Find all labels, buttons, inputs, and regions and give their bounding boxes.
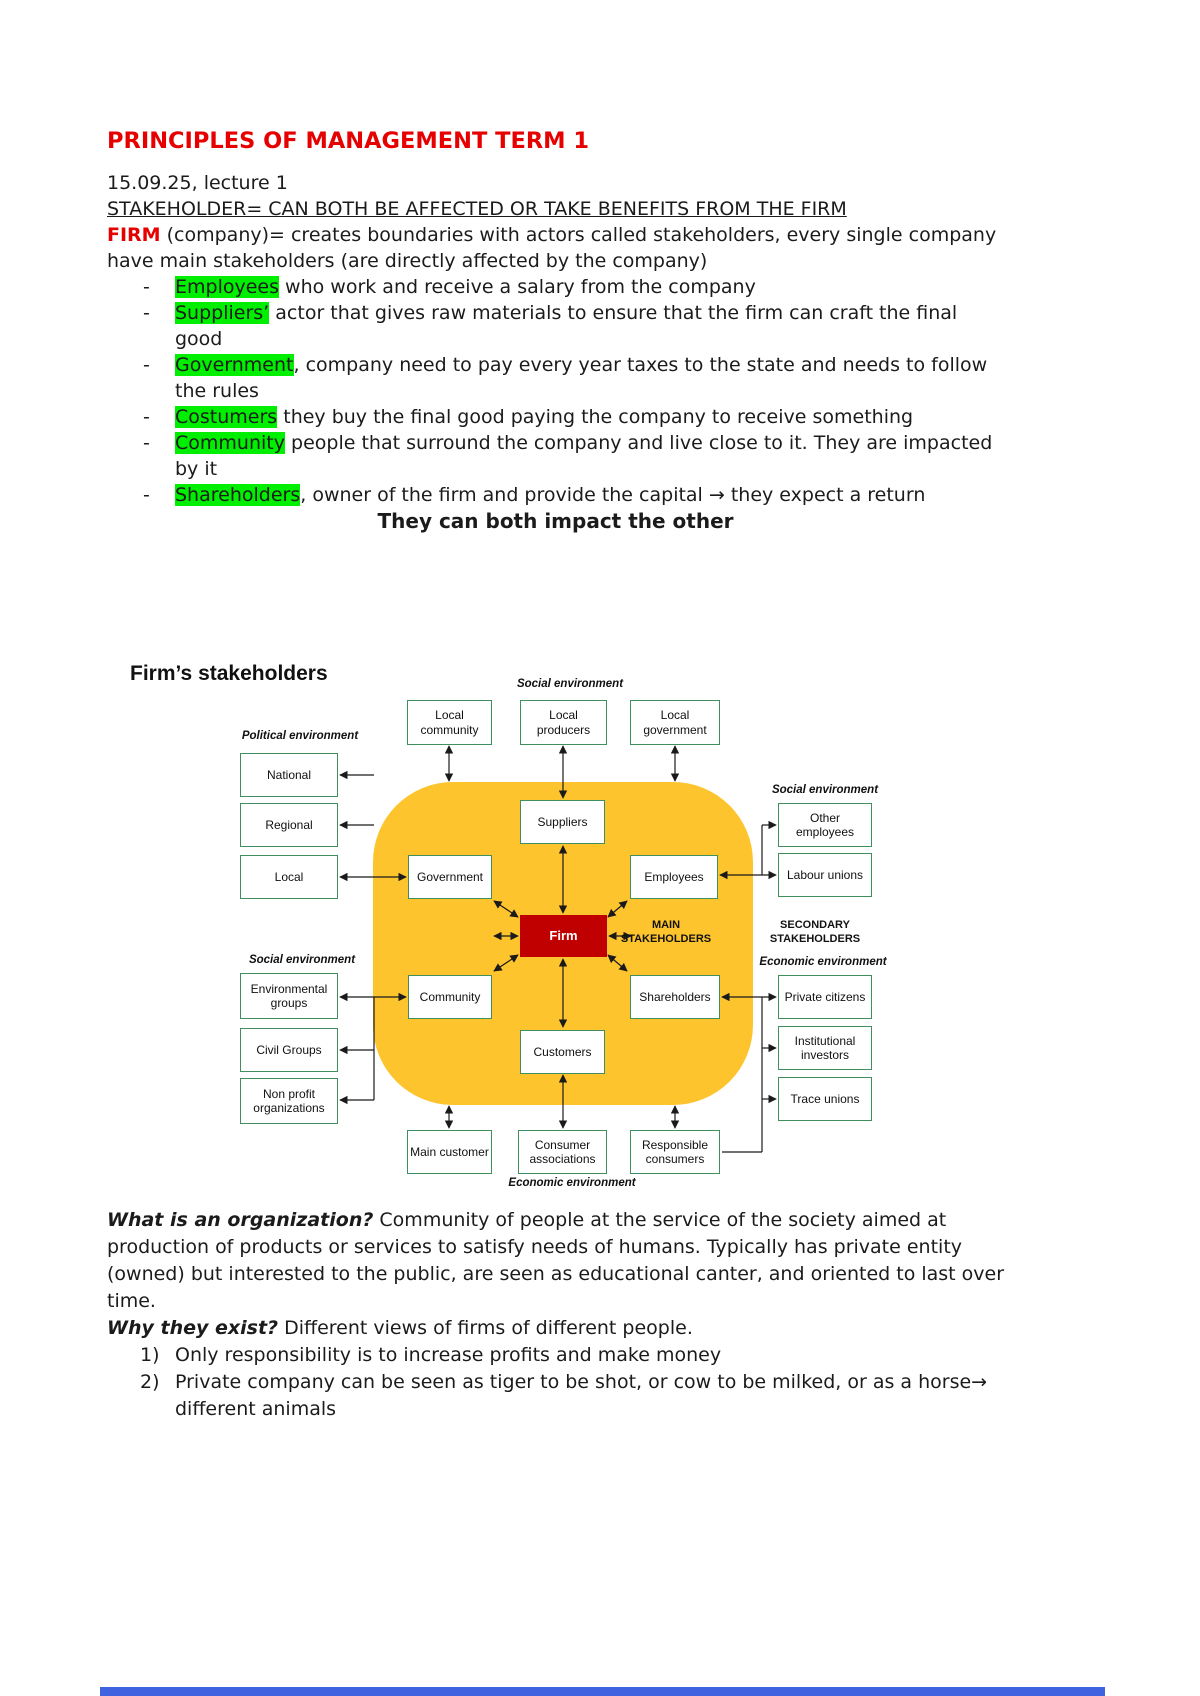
box-national: National xyxy=(240,753,338,797)
box-responsible-consumers: Responsible consumers xyxy=(630,1130,720,1174)
organization-answer: Community of people at the service of th… xyxy=(107,1209,1005,1312)
diagram-title: Firm’s stakeholders xyxy=(130,662,328,685)
label-social-environment-top: Social environment xyxy=(516,678,624,690)
list-item: Shareholders, owner of the firm and prov… xyxy=(107,482,1004,508)
list-item: Employees who work and receive a salary … xyxy=(107,274,1004,300)
box-suppliers: Suppliers xyxy=(520,800,605,844)
firm-definition-text: (company)= creates boundaries with actor… xyxy=(107,224,997,272)
box-employees: Employees xyxy=(630,855,718,899)
box-institutional-investors: Institutional investors xyxy=(778,1026,872,1070)
highlighted-term: Shareholders xyxy=(175,484,301,506)
box-firm: Firm xyxy=(520,915,607,957)
stakeholder-list: Employees who work and receive a salary … xyxy=(107,274,1004,508)
label-economic-environment-bottom-cut: Economic environment xyxy=(508,1177,636,1186)
box-trace-unions: Trace unions xyxy=(778,1077,872,1121)
box-shareholders: Shareholders xyxy=(630,975,720,1019)
box-private-citizens: Private citizens xyxy=(778,975,872,1019)
box-local: Local xyxy=(240,855,338,899)
stakeholder-diagram: Firm’s stakeholders xyxy=(130,660,896,1196)
box-other-employees: Other employees xyxy=(778,803,872,847)
box-local-producers: Local producers xyxy=(520,700,607,745)
box-local-community: Local community xyxy=(407,700,492,745)
box-customers: Customers xyxy=(520,1030,605,1074)
views-list: Only responsibility is to increase profi… xyxy=(107,1342,1012,1423)
firm-definition: FIRM (company)= creates boundaries with … xyxy=(107,222,1004,274)
notes-bottom-section: What is an organization? Community of pe… xyxy=(107,1207,1012,1423)
highlighted-term: Community xyxy=(175,432,285,454)
box-government: Government xyxy=(408,855,492,899)
label-secondary-stakeholders: SECONDARY STAKEHOLDERS xyxy=(769,919,861,946)
list-item: Suppliers’ actor that gives raw material… xyxy=(107,300,1004,352)
list-item: Government, company need to pay every ye… xyxy=(107,352,1004,404)
term-description: , company need to pay every year taxes t… xyxy=(175,354,988,402)
lecture-line: 15.09.25, lecture 1 xyxy=(107,172,288,194)
box-consumer-associations: Consumer associations xyxy=(518,1130,607,1174)
term-description: who work and receive a salary from the c… xyxy=(279,276,756,298)
label-economic-environment-right: Economic environment xyxy=(759,956,887,968)
stakeholder-definition: STAKEHOLDER= CAN BOTH BE AFFECTED OR TAK… xyxy=(107,198,847,220)
box-civil-groups: Civil Groups xyxy=(240,1028,338,1072)
firm-term: FIRM xyxy=(107,224,161,246)
term-description: , owner of the firm and provide the capi… xyxy=(300,484,926,506)
box-regional: Regional xyxy=(240,803,338,847)
organization-paragraph: What is an organization? Community of pe… xyxy=(107,1207,1012,1315)
why-exist-paragraph: Why they exist? Different views of firms… xyxy=(107,1315,1012,1342)
list-item: Costumers they buy the final good paying… xyxy=(107,404,1004,430)
box-community: Community xyxy=(408,975,492,1019)
term-description: actor that gives raw materials to ensure… xyxy=(175,302,958,350)
term-description: people that surround the company and liv… xyxy=(175,432,993,480)
diagram-arrows xyxy=(339,745,777,1153)
next-page-highlight-bar xyxy=(100,1687,1105,1696)
highlighted-term: Suppliers’ xyxy=(175,302,270,324)
box-nonprofit-organizations: Non profit organizations xyxy=(240,1078,338,1124)
why-exist-answer: Different views of firms of different pe… xyxy=(278,1317,693,1339)
notes-top-section: PRINCIPLES OF MANAGEMENT TERM 1 15.09.25… xyxy=(107,128,1004,534)
label-social-environment-bottom-left: Social environment xyxy=(248,954,356,966)
highlighted-term: Costumers xyxy=(175,406,278,428)
label-social-environment-right: Social environment xyxy=(771,784,879,796)
box-environmental-groups: Environmental groups xyxy=(240,973,338,1019)
highlighted-term: Government xyxy=(175,354,294,376)
box-main-customer: Main customer xyxy=(407,1130,492,1174)
label-political-environment: Political environment xyxy=(241,730,359,742)
impact-heading: They can both impact the other xyxy=(377,509,734,533)
label-main-stakeholders: MAIN STAKEHOLDERS xyxy=(620,919,712,946)
box-labour-unions: Labour unions xyxy=(778,853,872,897)
numbered-item: Private company can be seen as tiger to … xyxy=(140,1369,988,1420)
term-description: they buy the final good paying the compa… xyxy=(277,406,914,428)
why-exist-question: Why they exist? xyxy=(107,1317,279,1339)
numbered-item: Only responsibility is to increase profi… xyxy=(140,1342,722,1369)
page-title: PRINCIPLES OF MANAGEMENT TERM 1 xyxy=(107,128,590,154)
organization-question: What is an organization? xyxy=(107,1209,374,1231)
highlighted-term: Employees xyxy=(175,276,279,298)
box-local-government: Local government xyxy=(630,700,720,745)
list-item: Community people that surround the compa… xyxy=(107,430,1004,482)
